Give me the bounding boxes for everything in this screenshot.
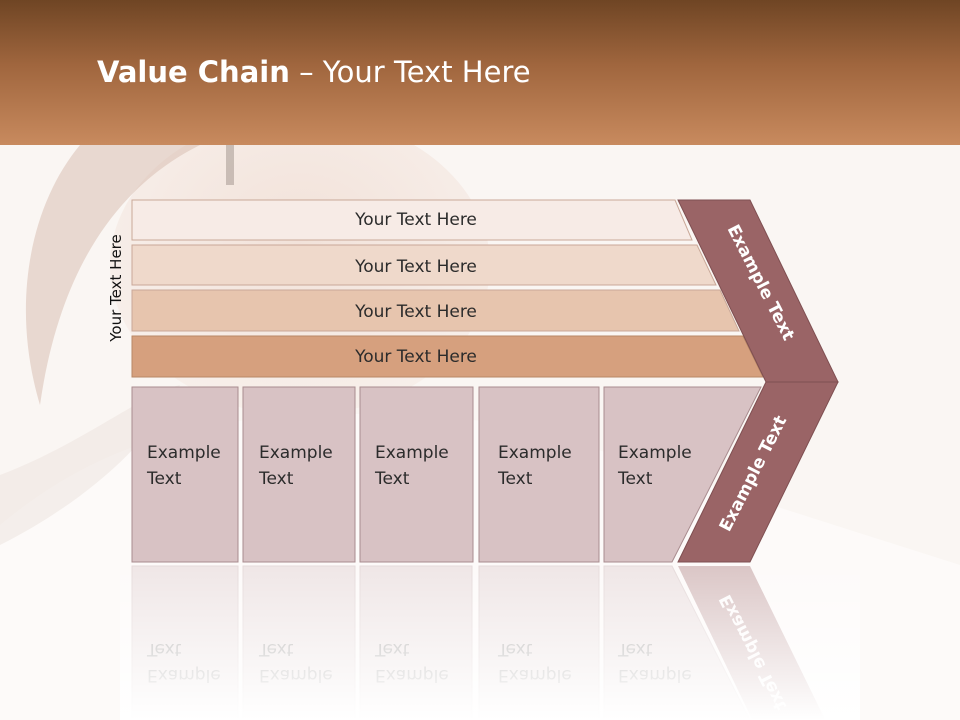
activity-box-5 (603, 386, 762, 563)
box-3-line-2: Text (374, 469, 410, 489)
row-bar-2 (131, 244, 717, 286)
title-bar: Value Chain – Your Text Here (0, 0, 960, 145)
box-5-line-2: Text (617, 469, 653, 489)
slide-title: Value Chain – Your Text Here (97, 55, 531, 89)
activity-box-2 (242, 386, 356, 563)
box-2-line-2: Text (258, 469, 294, 489)
row-text-1: Your Text Here (354, 210, 477, 230)
box-1-line-2: Text (146, 469, 182, 489)
box-4-line-1: Example (498, 443, 572, 463)
activity-box-4 (478, 386, 600, 563)
activity-box-1 (131, 386, 239, 563)
row-bar-3 (131, 289, 740, 332)
title-bold: Value Chain (97, 55, 290, 89)
activity-box-3 (359, 386, 474, 563)
box-2-line-1: Example (259, 443, 333, 463)
row-bar-4 (131, 335, 764, 378)
title-rest: – Your Text Here (289, 55, 531, 89)
box-1-line-1: Example (147, 443, 221, 463)
box-3-line-1: Example (375, 443, 449, 463)
row-text-2: Your Text Here (354, 257, 477, 277)
row-text-3: Your Text Here (354, 302, 477, 322)
box-5-line-1: Example (618, 443, 692, 463)
row-text-4: Your Text Here (354, 347, 477, 367)
box-4-line-2: Text (497, 469, 533, 489)
margin-chevron-lower (677, 381, 839, 563)
row-bar-1 (131, 199, 693, 241)
